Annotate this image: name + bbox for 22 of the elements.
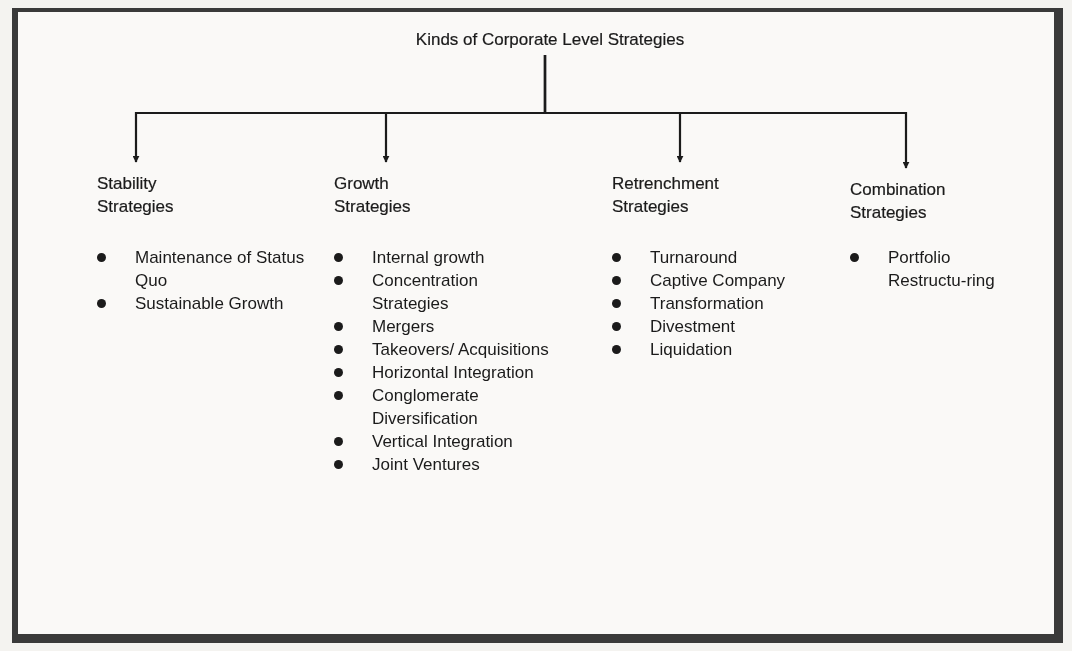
list-item: Maintenance of Status Quo xyxy=(135,248,305,290)
list-item: Internal growth xyxy=(372,248,485,267)
list-item: Divestment xyxy=(650,317,736,336)
list-item: Takeovers/ Acquisitions xyxy=(372,340,549,359)
list-item: Concentration Strategies xyxy=(372,271,478,313)
category-heading: Retrenchment Strategies xyxy=(612,173,720,218)
list-item: Turnaround xyxy=(650,248,738,267)
category-heading: Growth Strategies xyxy=(334,173,412,218)
list-item: Sustainable Growth xyxy=(135,294,284,313)
list-item: Conglomerate Diversification xyxy=(372,386,479,428)
list-item: Portfolio Restructu-ring xyxy=(888,248,995,290)
category-heading: Combination Strategies xyxy=(850,179,947,224)
list-item: Joint Ventures xyxy=(372,455,480,474)
list-item: Liquidation xyxy=(650,340,733,359)
list-item: Transformation xyxy=(650,294,764,313)
category-heading: Stability Strategies xyxy=(97,173,175,218)
list-item: Mergers xyxy=(372,317,435,336)
root-node-label: Kinds of Corporate Level Strategies xyxy=(414,29,686,51)
list-item: Captive Company xyxy=(650,271,786,290)
list-item: Horizontal Integration xyxy=(372,363,534,382)
arrow xyxy=(543,55,910,169)
list-item: Vertical Integration xyxy=(372,432,513,451)
